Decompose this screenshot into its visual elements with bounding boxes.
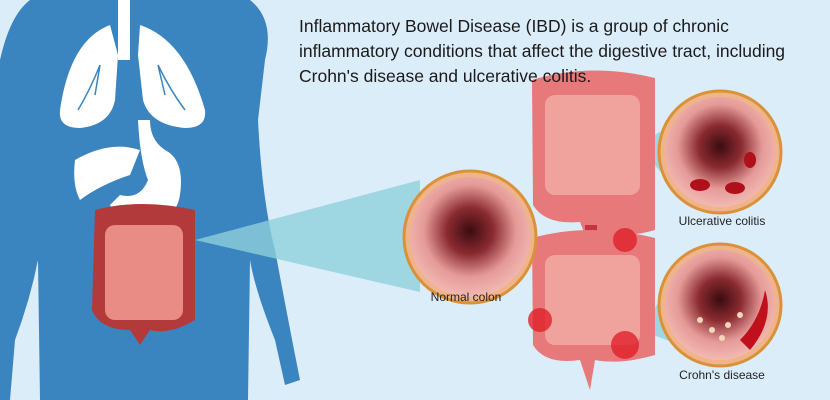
colon-ulcerative (532, 70, 655, 237)
intro-text: Inflammatory Bowel Disease (IBD) is a gr… (299, 16, 786, 86)
label-ulcerative-colitis: Ulcerative colitis (678, 214, 766, 228)
label-normal-colon: Normal colon (430, 290, 502, 304)
colon-crohns (528, 228, 655, 390)
lungs (59, 25, 206, 128)
colon-in-body (92, 204, 195, 345)
label-crohns-disease: Crohn's disease (679, 368, 765, 382)
trachea (118, 0, 130, 60)
normal-colon-cross-section (402, 169, 538, 305)
ulcerative-colitis-cross-section (657, 89, 783, 215)
liver (74, 146, 140, 200)
stomach (110, 120, 181, 223)
zoom-beam-normal (195, 180, 420, 292)
crohns-disease-cross-section (657, 242, 783, 368)
